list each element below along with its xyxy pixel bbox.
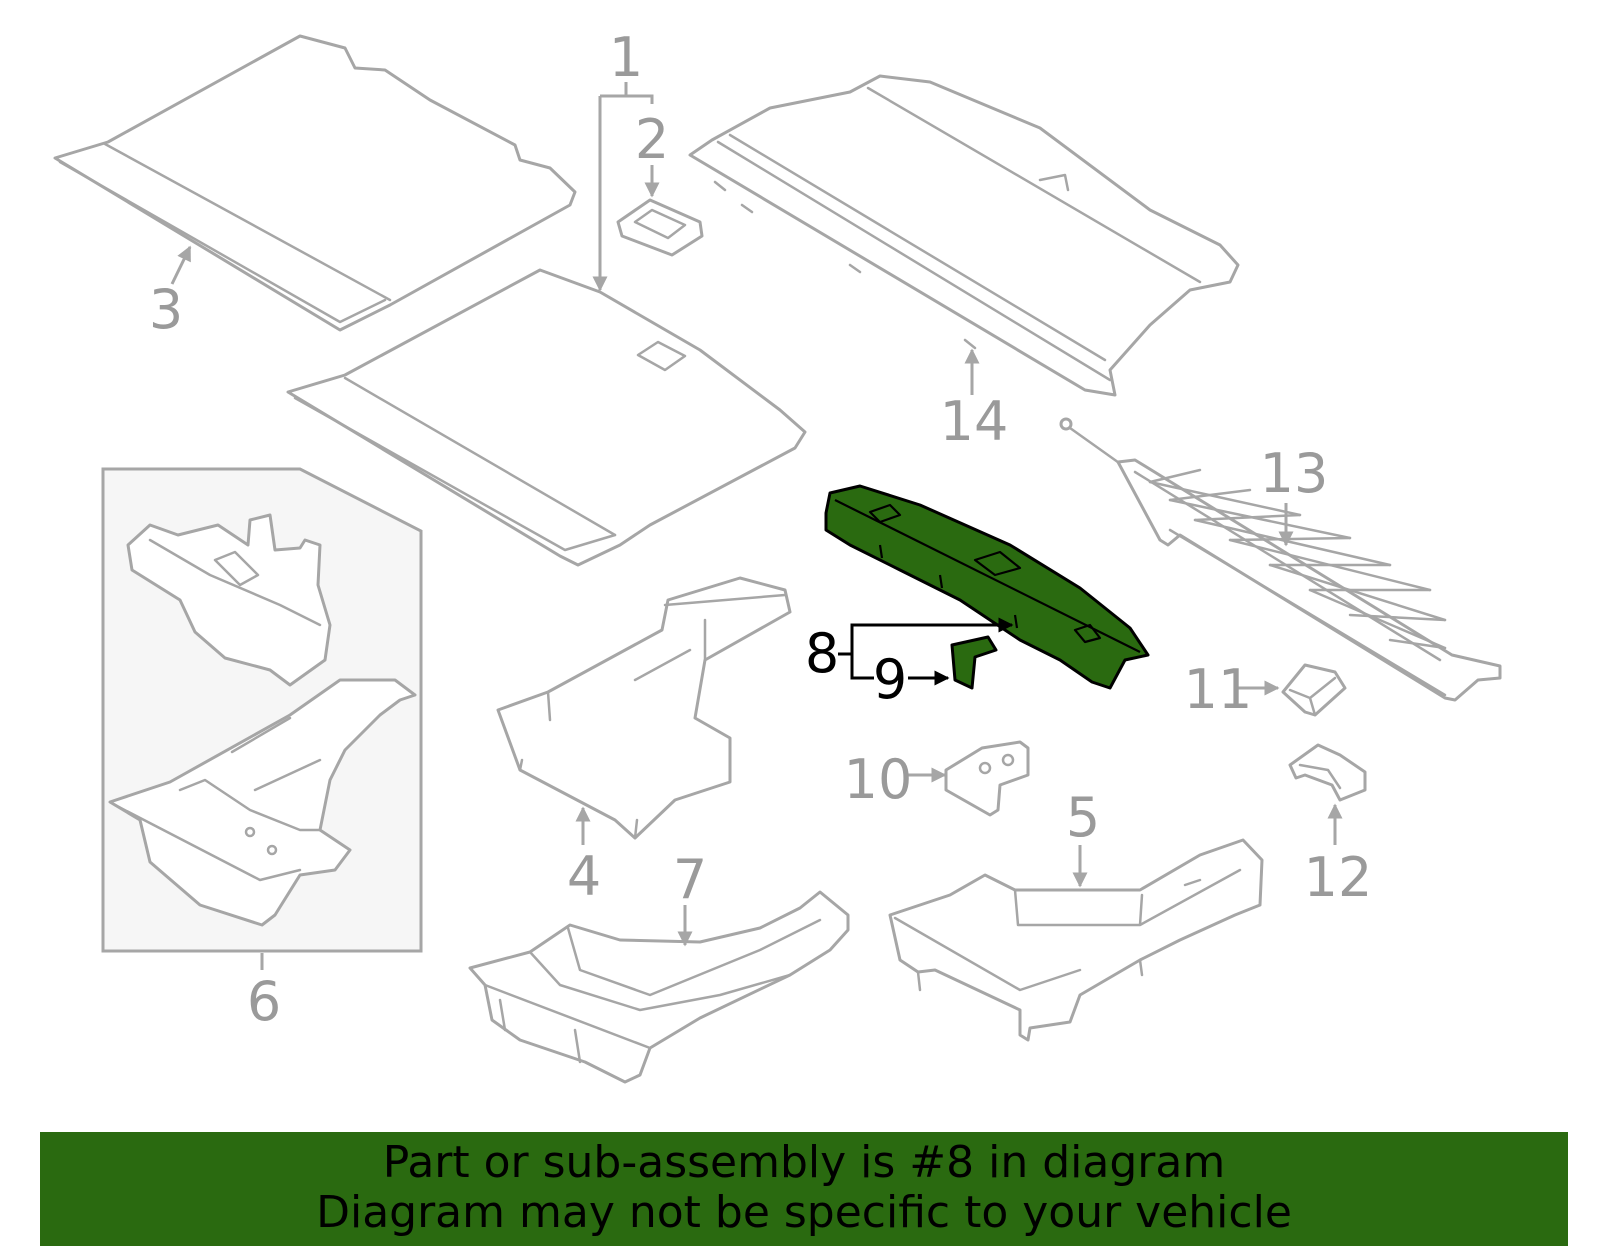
info-banner: Part or sub-assembly is #8 in diagram Di… [40, 1132, 1568, 1246]
part-14-cargo-cover [688, 74, 1240, 397]
callout-8: 8 [805, 622, 839, 685]
part-11-clip [1281, 663, 1347, 717]
part-10-bracket [944, 740, 1030, 817]
callout-6: 6 [247, 970, 281, 1033]
part-3-floor-panel [53, 34, 577, 332]
callout-12: 12 [1304, 846, 1373, 909]
callout-3: 3 [149, 278, 183, 341]
part-9-highlighted-bracket [950, 635, 998, 690]
highlight-leader-lines [838, 617, 1014, 686]
callout-9: 9 [873, 648, 907, 711]
leader-lines [170, 82, 1343, 970]
callout-13: 13 [1260, 442, 1329, 505]
callout-10: 10 [844, 748, 913, 811]
part-6-group-box [101, 467, 423, 953]
part-8-highlighted-rail [824, 484, 1150, 690]
callout-7: 7 [673, 848, 707, 911]
callout-11: 11 [1184, 658, 1253, 721]
part-12-clip [1288, 743, 1367, 802]
callout-4: 4 [567, 845, 601, 908]
callout-14: 14 [940, 390, 1009, 453]
callout-5: 5 [1066, 786, 1100, 849]
callout-2: 2 [635, 108, 669, 171]
part-7-storage-tray [468, 890, 850, 1084]
part-5-storage-tray [888, 838, 1264, 1042]
part-1-load-floor [286, 268, 807, 567]
banner-line-1: Part or sub-assembly is #8 in diagram [382, 1137, 1226, 1188]
part-2-clip [616, 198, 704, 257]
callout-1: 1 [609, 26, 643, 89]
part-4-side-trim [496, 576, 792, 840]
banner-line-2: Diagram may not be specific to your vehi… [316, 1187, 1292, 1238]
